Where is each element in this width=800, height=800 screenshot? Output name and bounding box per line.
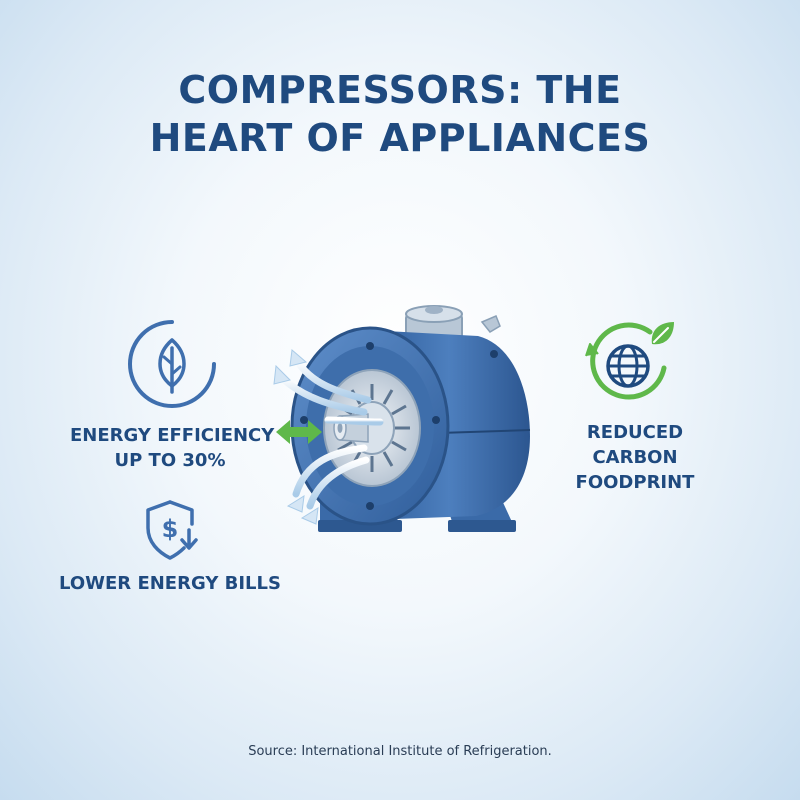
energy-efficiency-label: ENERGY EFFICIENCY UP TO 30% <box>70 423 275 473</box>
lower-energy-bills-label: LOWER ENERGY BILLS <box>50 571 290 596</box>
dollar-shield-down-icon: $ <box>146 500 198 560</box>
compressor-illustration <box>273 305 531 532</box>
title-line-2: HEART OF APPLIANCES <box>149 116 651 160</box>
reduced-carbon-line-3: FOODPRINT <box>575 472 695 493</box>
title-line-1: COMPRESSORS: THE <box>178 68 622 112</box>
leaf-circle-icon <box>128 320 216 408</box>
energy-efficiency-line-2: UP TO 30% <box>114 450 226 471</box>
reduced-carbon-line-1: REDUCED <box>586 422 684 443</box>
svg-text:$: $ <box>162 515 179 543</box>
energy-efficiency-line-1: ENERGY EFFICIENCY <box>70 425 275 446</box>
reduced-carbon-label: REDUCED CARBON FOODPRINT <box>560 420 710 495</box>
reduced-carbon-line-2: CARBON <box>592 447 678 468</box>
lower-energy-bills-line-1: LOWER ENERGY BILLS <box>59 573 281 594</box>
globe-recycle-leaf-icon <box>585 322 674 400</box>
source-note: Source: International Institute of Refri… <box>248 744 552 759</box>
page-title: COMPRESSORS: THE HEART OF APPLIANCES <box>0 66 800 162</box>
